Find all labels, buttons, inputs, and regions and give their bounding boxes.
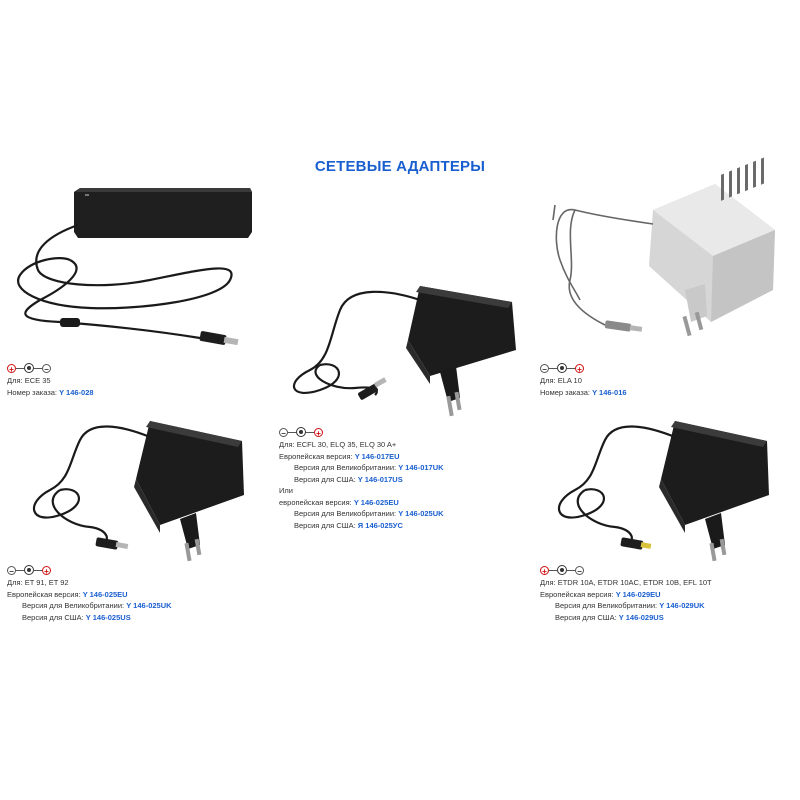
product-info-ecfl: − + Для: ECFL 30, ELQ 35, ELQ 30 A+ Евро… [279,426,444,531]
info-line: Номер заказа: Y 146-028 [7,387,94,397]
polarity-diagram: − + [7,564,172,576]
minus-icon: − [7,565,16,576]
plus-icon: + [314,427,323,438]
info-line: Версия для Великобритании: Y 146-025UK [22,601,172,610]
wall-adapter-illustration [32,421,244,562]
info-line: Версия для США: Y 146-029US [555,612,664,622]
info-line: Для: ECFL 30, ELQ 35, ELQ 30 A+ [279,440,397,449]
order-code: Y 146-017US [357,474,403,484]
product-info-ela10: − + Для: ELA 10 Номер заказа: Y 146-016 [540,362,627,398]
page-title: СЕТЕВЫЕ АДАПТЕРЫ [314,158,486,175]
polarity-diagram: − + [279,426,444,438]
info-line: Версия для Великобритании: Y 146-017UK [294,463,444,472]
wall-adapter-illustration [292,286,516,417]
order-code: Y 146-028 [59,387,94,397]
info-line: Для: ETDR 10A, ETDR 10AC, ETDR 10B, EFL … [540,578,712,587]
adapter-image-ela10 [535,157,785,350]
plus-icon: + [42,565,51,576]
minus-icon: − [575,565,584,576]
info-line: Или [279,486,293,495]
adapter-image-et91 [10,415,260,565]
product-info-ece35: + − Для: ECE 35 Номер заказа: Y 146-028 [7,362,94,398]
info-line: Версия для США: Я 146-025УС [294,520,403,530]
brick-adapter-illustration [17,188,252,346]
order-code: Y 146-025UK [398,509,444,518]
info-line: Версия для Великобритании: Y 146-025UK [294,509,444,518]
info-line: Для: ET 91, ET 92 [7,578,69,587]
order-code: Я 146-025УС [357,520,403,530]
adapter-image-ecfl [280,280,530,430]
info-line: Версия для США: Y 146-017US [294,474,403,484]
product-info-et91: − + Для: ET 91, ET 92 Европейская версия… [7,564,172,623]
order-code: Y 146-025US [85,612,131,622]
info-line: Номер заказа: Y 146-016 [540,387,627,397]
order-code: Y 146-029US [618,612,664,622]
center-pin-icon [296,427,306,437]
info-line: Для: ECE 35 [7,376,51,385]
center-pin-icon [24,363,34,373]
order-code: Y 146-017UK [398,463,444,472]
order-code: Y 146-029UK [659,601,705,610]
order-code: Y 146-017EU [354,451,400,461]
order-code: Y 146-029EU [615,589,661,599]
center-pin-icon [24,565,34,575]
adapter-image-ece35 [0,180,260,360]
order-code: Y 146-016 [592,387,627,397]
info-line: Для: ELA 10 [540,376,582,385]
order-code: Y 146-025EU [353,497,399,507]
wall-adapter-illustration [557,421,769,562]
minus-icon: − [42,363,51,374]
info-line: европейская версия: Y 146-025EU [279,497,399,507]
grey-adapter-illustration [552,157,775,337]
info-line: Версия для США: Y 146-025US [22,612,131,622]
info-line: Европейская версия: Y 146-029EU [540,589,661,599]
order-code: Y 146-025UK [126,601,172,610]
info-line: Европейская версия: Y 146-017EU [279,451,400,461]
order-code: Y 146-025EU [82,589,128,599]
minus-icon: − [279,427,288,438]
plus-icon: + [575,363,584,374]
adapter-image-etdr [535,415,785,565]
polarity-diagram: + − [540,564,712,576]
minus-icon: − [540,363,549,374]
plus-icon: + [7,363,16,374]
polarity-diagram: + − [7,362,94,374]
info-line: Версия для Великобритании: Y 146-029UK [555,601,705,610]
center-pin-icon [557,363,567,373]
center-pin-icon [557,565,567,575]
plus-icon: + [540,565,549,576]
polarity-diagram: − + [540,362,627,374]
product-info-etdr: + − Для: ETDR 10A, ETDR 10AC, ETDR 10B, … [540,564,712,623]
info-line: Европейская версия: Y 146-025EU [7,589,128,599]
